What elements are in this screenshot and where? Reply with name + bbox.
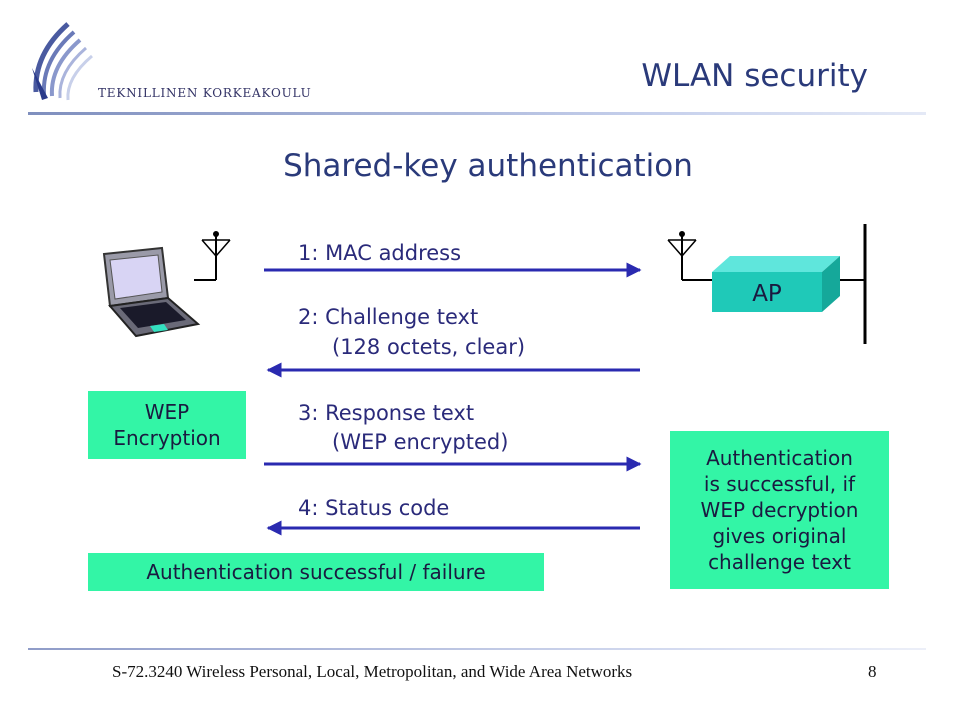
ap-check-line-5: challenge text — [708, 550, 851, 574]
step-4-label: 4: Status code — [298, 496, 450, 520]
wep-encryption-box: WEP Encryption — [88, 391, 246, 459]
ap-check-line-2: is successful, if — [703, 472, 856, 496]
wep-encryption-line-1: WEP — [144, 400, 190, 424]
step-3-label: 3: Response text — [298, 401, 475, 425]
org-name: TEKNILLINEN KORKEAKOULU — [98, 86, 312, 100]
auth-result-box: Authentication successful / failure — [88, 553, 544, 591]
step-3-detail: (WEP encrypted) — [332, 430, 509, 454]
ap-check-line-4: gives original — [712, 524, 847, 548]
ap-label: AP — [752, 281, 782, 307]
header-divider — [28, 112, 926, 115]
step-2-detail: (128 octets, clear) — [332, 335, 526, 359]
message-arrows — [264, 262, 642, 536]
step-1-label: 1: MAC address — [298, 241, 462, 265]
footer-divider — [28, 648, 926, 650]
ap-verification-box: Authentication is successful, if WEP dec… — [670, 431, 889, 589]
access-point-icon: AP — [667, 224, 867, 344]
wep-encryption-line-2: Encryption — [113, 426, 221, 450]
auth-result-text: Authentication successful / failure — [146, 560, 486, 584]
ap-check-line-3: WEP decryption — [700, 498, 859, 522]
page-title: Shared-key authentication — [283, 148, 693, 184]
step-2-label: 2: Challenge text — [298, 305, 479, 329]
ap-check-line-1: Authentication — [706, 446, 853, 470]
laptop-icon — [102, 231, 231, 338]
footer-course: S-72.3240 Wireless Personal, Local, Metr… — [112, 662, 633, 681]
university-logo-icon — [32, 22, 93, 101]
page-number: 8 — [868, 662, 877, 681]
slide-title: WLAN security — [641, 58, 868, 94]
